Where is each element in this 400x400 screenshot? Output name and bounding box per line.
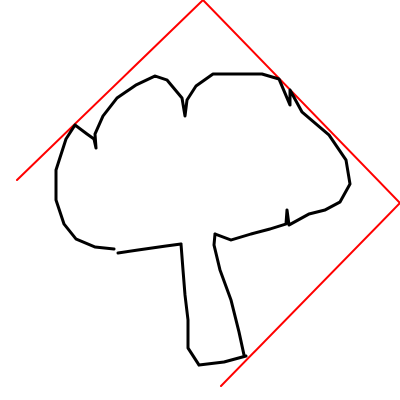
tree-sketch [54, 72, 352, 367]
bounding-box-top-right-edge [202, 0, 400, 204]
tree-canopy-outline [54, 72, 352, 255]
tree-trunk-right [212, 232, 246, 357]
bounding-box-bottom-right-edge [220, 202, 400, 387]
bounding-box [16, 0, 400, 387]
bounding-box-top-left-edge [16, 0, 204, 181]
tree-trunk-base [197, 354, 248, 367]
tree-trunk-left [179, 242, 201, 367]
